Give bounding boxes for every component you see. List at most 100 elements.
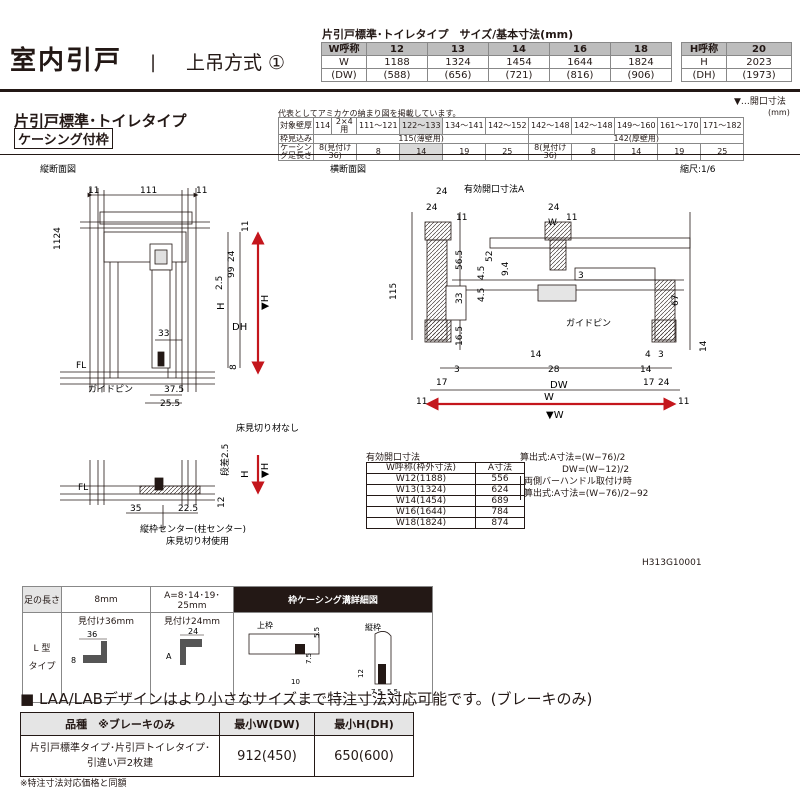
svg-text:24: 24 bbox=[436, 187, 448, 197]
svg-text:12: 12 bbox=[217, 497, 227, 508]
svg-text:1124: 1124 bbox=[53, 227, 63, 250]
svg-text:4.5: 4.5 bbox=[477, 266, 487, 280]
svg-text:3: 3 bbox=[658, 350, 664, 360]
svg-text:24: 24 bbox=[548, 203, 560, 213]
casing-table: 対象壁厚 114 2×4用 111〜121 122〜133 134〜141 14… bbox=[278, 117, 745, 161]
svg-text:24: 24 bbox=[188, 627, 198, 636]
svg-text:24: 24 bbox=[658, 378, 670, 388]
a-dimension-table: W呼称(枠外寸法)A寸法 W12(1188)556 W13(1324)624 W… bbox=[366, 462, 525, 529]
svg-text:11: 11 bbox=[196, 186, 207, 196]
guide-pin-label-2: ガイドピン bbox=[566, 318, 611, 329]
center-label: 縦枠センター(柱センター) bbox=[140, 523, 246, 535]
svg-text:DW: DW bbox=[550, 380, 568, 391]
svg-text:DH: DH bbox=[232, 322, 247, 333]
no-floor-stop-label: 床見切り材なし bbox=[236, 422, 299, 434]
svg-text:10: 10 bbox=[291, 678, 300, 686]
casing-label: ケーシング付枠 bbox=[14, 128, 113, 149]
svg-text:52: 52 bbox=[485, 251, 495, 262]
svg-text:115: 115 bbox=[389, 283, 399, 300]
profile-l-36: 36 8 bbox=[71, 630, 107, 665]
effective-opening-label: 有効開口寸法A bbox=[464, 183, 525, 195]
header-divider bbox=[0, 89, 800, 92]
casing-note: 代表としてアミカケの納まり図を掲載しています。 bbox=[278, 109, 461, 118]
svg-text:56.5: 56.5 bbox=[455, 250, 465, 270]
svg-text:25.5: 25.5 bbox=[160, 399, 180, 409]
svg-text:9.4: 9.4 bbox=[501, 261, 511, 276]
guide-pin-label: ガイドピン bbox=[88, 384, 133, 395]
svg-text:4.5: 4.5 bbox=[477, 288, 487, 302]
scale-label: 縮尺:1/6 bbox=[680, 163, 716, 175]
footnote: ※特注寸法対応価格と同額 bbox=[20, 779, 127, 789]
profile-table: 足の長さ 8mm A=8･14･19･25mm 枠ケーシング溝詳細図 L 型 タ… bbox=[22, 586, 433, 703]
svg-text:17: 17 bbox=[643, 378, 654, 388]
size-table-title: 片引戸標準･トイレタイプ サイズ/基本寸法(mm) bbox=[322, 28, 574, 41]
svg-text:3: 3 bbox=[578, 271, 584, 281]
svg-text:11: 11 bbox=[678, 397, 689, 407]
svg-text:3: 3 bbox=[454, 365, 460, 375]
svg-text:33: 33 bbox=[158, 329, 169, 339]
page-title: 室内引戸 bbox=[10, 46, 123, 76]
svg-text:11: 11 bbox=[456, 213, 467, 223]
horizontal-section bbox=[411, 212, 691, 391]
svg-text:A: A bbox=[166, 652, 172, 661]
svg-text:縦枠: 縦枠 bbox=[365, 622, 381, 632]
svg-text:2.5: 2.5 bbox=[215, 276, 225, 290]
casing-unit: (mm) bbox=[768, 108, 790, 117]
svg-text:7.5: 7.5 bbox=[371, 688, 382, 696]
subtitle: 片引戸標準･トイレタイプ bbox=[14, 112, 187, 130]
svg-text:36: 36 bbox=[87, 630, 97, 639]
svg-text:11: 11 bbox=[241, 221, 251, 232]
formula-block: 算出式:A寸法=(W−76)/2 DW=(W−12)/2 両側バーハンドル取付け… bbox=[520, 453, 649, 500]
vertical-section-title: 縦断面図 bbox=[40, 163, 76, 175]
svg-text:H: H bbox=[216, 302, 227, 310]
svg-text:段差2.5: 段差2.5 bbox=[219, 444, 231, 476]
svg-text:24: 24 bbox=[426, 203, 438, 213]
special-order-heading: ■ LAA/LABデザインはより小さなサイズまで特注寸法対応可能です。(ブレーキ… bbox=[20, 690, 593, 708]
svg-text:8: 8 bbox=[229, 364, 239, 370]
legend-text: ▼…開口寸法 bbox=[734, 97, 786, 107]
svg-text:W: W bbox=[544, 392, 554, 403]
special-order-table: 品種 ※ブレーキのみ 最小W(DW) 最小H(DH) 片引戸標準タイプ･片引戸ト… bbox=[20, 712, 414, 777]
svg-text:99: 99 bbox=[227, 266, 237, 278]
svg-text:33: 33 bbox=[455, 293, 465, 304]
svg-text:24: 24 bbox=[227, 250, 237, 262]
svg-text:22.5: 22.5 bbox=[178, 504, 198, 514]
svg-text:35: 35 bbox=[130, 504, 141, 514]
svg-text:28: 28 bbox=[548, 365, 560, 375]
svg-text:FL: FL bbox=[76, 361, 86, 371]
svg-text:14: 14 bbox=[530, 350, 542, 360]
svg-text:111: 111 bbox=[140, 186, 157, 196]
a-table-title: 有効開口寸法 bbox=[366, 453, 421, 463]
svg-text:16.5: 16.5 bbox=[455, 326, 465, 346]
svg-text:4: 4 bbox=[645, 350, 651, 360]
svg-text:7.5: 7.5 bbox=[305, 653, 313, 664]
svg-text:11: 11 bbox=[416, 397, 427, 407]
drawing-code: H313G10001 bbox=[642, 558, 702, 568]
vertical-section bbox=[60, 188, 241, 404]
svg-text:▼H: ▼H bbox=[260, 463, 271, 478]
svg-text:W: W bbox=[548, 218, 557, 228]
horizontal-section-title: 横断面図 bbox=[330, 163, 366, 175]
svg-text:14: 14 bbox=[640, 365, 652, 375]
title-separator: | bbox=[150, 52, 157, 73]
svg-text:11: 11 bbox=[566, 213, 577, 223]
svg-text:8: 8 bbox=[71, 656, 76, 665]
groove-detail: 上枠 5.5 7.5 10 縦枠 12 7.5 5.5 bbox=[248, 620, 398, 696]
svg-text:5.5: 5.5 bbox=[313, 627, 321, 638]
section-divider bbox=[0, 154, 800, 155]
svg-text:37.5: 37.5 bbox=[164, 385, 184, 395]
svg-text:14: 14 bbox=[699, 340, 709, 352]
svg-text:12: 12 bbox=[357, 669, 365, 678]
svg-text:上枠: 上枠 bbox=[257, 620, 273, 630]
svg-text:11: 11 bbox=[88, 186, 99, 196]
svg-text:▼H: ▼H bbox=[260, 295, 271, 310]
profile-l-24: 24 A bbox=[166, 627, 204, 665]
svg-text:17: 17 bbox=[436, 378, 447, 388]
svg-text:▼W: ▼W bbox=[546, 410, 564, 421]
floor-use-label: 床見切り材使用 bbox=[166, 535, 229, 547]
hanging-method: 上吊方式 ① bbox=[186, 52, 286, 74]
svg-text:5.5: 5.5 bbox=[387, 688, 398, 696]
